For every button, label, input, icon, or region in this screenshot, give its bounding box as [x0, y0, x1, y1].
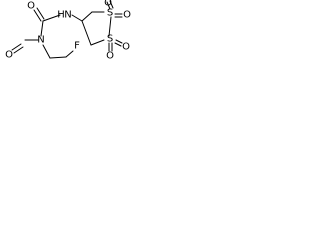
atom-n-amide: N — [64, 10, 71, 21]
atom-o-upper-a: O — [104, 0, 112, 9]
bond-ring-3 — [108, 16, 112, 37]
bond-c-nh — [42, 14, 61, 22]
bond-sl-o2-b — [114, 42, 122, 47]
bond-ring-1 — [81, 11, 93, 22]
bond-carbonyl-1 — [33, 9, 42, 22]
bond-su-o1-a — [106, 1, 111, 10]
bond-nh-ring — [71, 14, 83, 22]
bonds — [11, 0, 123, 59]
bond-ring-4 — [90, 39, 105, 46]
bond-c-nnitroso — [40, 20, 44, 37]
bond-sl-o2-a — [115, 39, 123, 44]
bond-n-ch2 — [42, 44, 51, 59]
atom-o-nitroso: O — [5, 50, 13, 61]
atom-n-nitroso: N — [37, 35, 44, 46]
atom-h-amide: H — [57, 10, 65, 21]
bond-ch2-f — [65, 50, 74, 58]
atom-o-carbonyl: O — [27, 1, 35, 12]
bond-su-o1-b — [109, 0, 114, 9]
atom-o-lower-a: O — [106, 51, 114, 62]
bond-ring-5 — [81, 20, 92, 46]
molecule-structure-diagram: O H N N O F S O O S O O — [5, 0, 131, 62]
bond-no-2 — [13, 46, 24, 54]
bond-no-1 — [11, 43, 22, 51]
atom-fluorine: F — [74, 41, 80, 52]
atom-sulfur-upper: S — [107, 8, 113, 19]
bond-ch2-ch2 — [49, 56, 67, 59]
atom-o-upper-b: O — [123, 10, 131, 21]
atom-sulfur-lower: S — [107, 34, 113, 45]
atom-o-lower-b: O — [122, 42, 130, 53]
atom-labels: O H N N O F S O O S O O — [5, 0, 131, 62]
bond-carbonyl-2 — [36, 7, 45, 20]
